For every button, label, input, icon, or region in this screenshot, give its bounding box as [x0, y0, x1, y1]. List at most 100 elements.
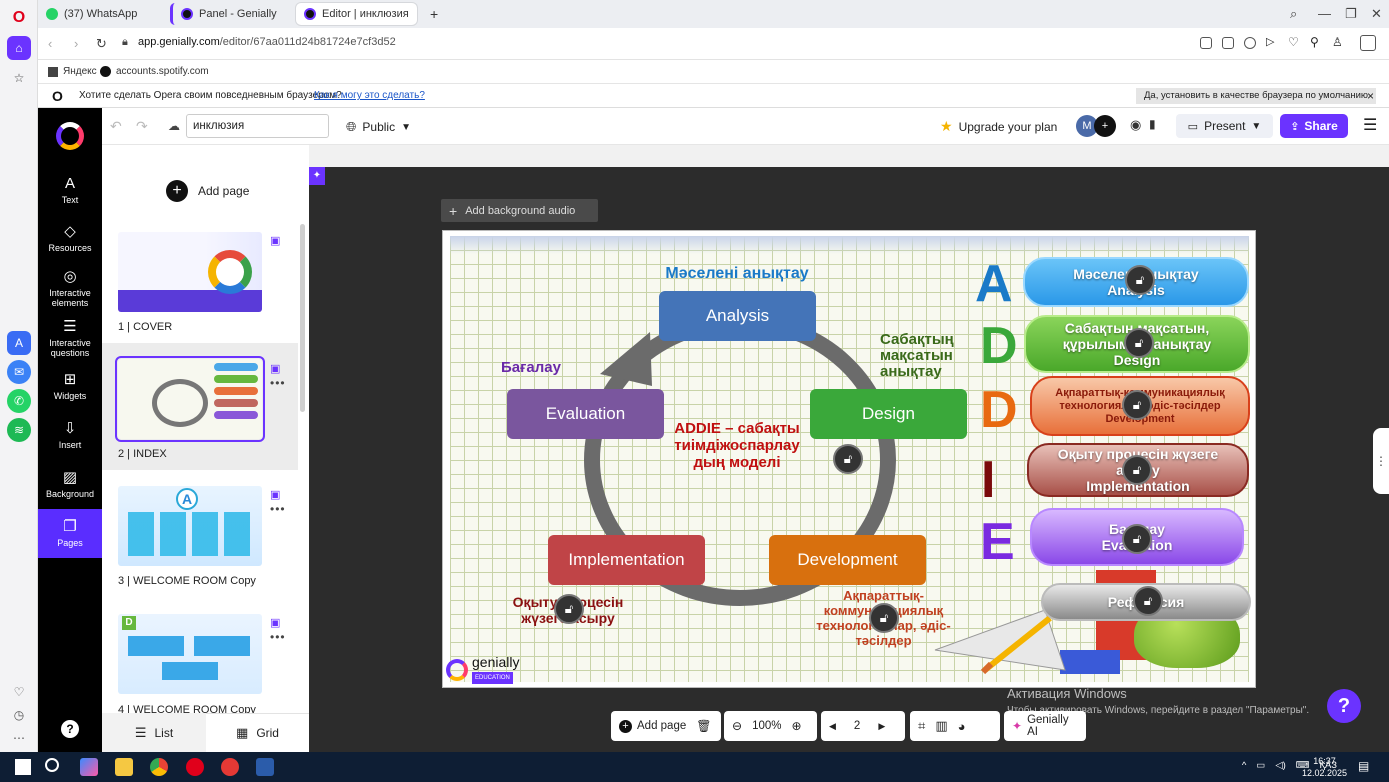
sidebar-item-resources[interactable]: ◇ Resources — [38, 224, 102, 254]
search-icon[interactable] — [45, 758, 59, 772]
help-button[interactable]: ? — [1327, 689, 1361, 723]
phase-implementation[interactable]: Implementation — [548, 535, 705, 585]
zoom-out-icon[interactable]: ⊖ — [732, 719, 743, 733]
page-settings-icon[interactable]: ▣ — [270, 489, 281, 501]
palette-icon[interactable]: ◕ — [957, 718, 966, 734]
messenger-icon[interactable]: ✉ — [7, 360, 31, 384]
play-icon[interactable]: ▷ — [1266, 36, 1275, 48]
toolbar-add-page-button[interactable]: + Add page — [619, 719, 686, 733]
volume-icon[interactable]: ◁) — [1275, 760, 1286, 771]
page-thumbnail[interactable] — [115, 356, 265, 442]
reload-icon[interactable]: ↻ — [96, 36, 107, 51]
right-panel-handle[interactable]: ⋮ — [1373, 428, 1389, 494]
phase-development[interactable]: Development — [769, 535, 926, 585]
pill-implementation[interactable]: Оқыту процесін жүзеге асыруImplementatio… — [1027, 443, 1249, 497]
pages-scrollbar[interactable] — [300, 224, 305, 412]
lock-icon[interactable]: 🔓︎ — [833, 444, 863, 474]
page-item-4[interactable]: D ▣ ••• 4 | WELCOME ROOM Copy — [102, 604, 298, 716]
back-icon[interactable]: ‹ — [48, 36, 53, 51]
sidebar-item-interactive-questions[interactable]: ☰ Interactive questions — [38, 319, 102, 359]
eye-icon[interactable]: ◉ — [1130, 117, 1142, 132]
sidebar-item-pages[interactable]: ❐ Pages — [38, 509, 102, 558]
page-more-icon[interactable]: ••• — [270, 376, 286, 390]
zoom-in-icon[interactable]: ⊕ — [791, 719, 802, 733]
page-thumbnail[interactable]: D — [118, 614, 262, 694]
next-page-icon[interactable]: ▶ — [878, 720, 886, 731]
menu-icon[interactable]: ☰ — [1363, 117, 1378, 134]
restore-icon[interactable]: ❐ — [1345, 6, 1357, 21]
previous-page-icon[interactable]: ◀ — [829, 720, 836, 731]
page-item-1[interactable]: ▣ 1 | COVER — [102, 222, 298, 340]
minimize-icon[interactable]: — — [1318, 6, 1331, 21]
bookmark-spotify[interactable]: accounts.spotify.com — [100, 66, 209, 77]
undo-icon[interactable]: ↶ — [110, 118, 122, 134]
add-background-audio-button[interactable]: + Add background audio — [441, 199, 598, 222]
page-settings-icon[interactable]: ▣ — [270, 617, 281, 629]
chrome-icon[interactable] — [150, 758, 168, 776]
lock-icon[interactable]: 🔓︎ — [554, 594, 584, 624]
history-icon[interactable]: ◷ — [13, 708, 25, 722]
lock-icon[interactable]: 🔓︎ — [1125, 265, 1155, 295]
add-collaborator-icon[interactable]: + — [1094, 115, 1116, 137]
stats-icon[interactable]: ▮ — [1149, 117, 1156, 131]
sidebar-item-insert[interactable]: ⇩ Insert — [38, 421, 102, 451]
close-notice-button[interactable]: × — [1367, 89, 1375, 103]
profile-icon[interactable]: ♙ — [1332, 35, 1343, 49]
opera-icon[interactable] — [186, 758, 204, 776]
page-settings-icon[interactable]: ▣ — [270, 363, 281, 375]
keyboard-icon[interactable]: ⌨ — [1295, 760, 1310, 771]
sidebar-item-widgets[interactable]: ⊞ Widgets — [38, 372, 102, 402]
page-settings-icon[interactable]: ▣ — [270, 235, 281, 247]
lock-icon[interactable]: 🔓︎ — [1122, 455, 1152, 485]
copilot-icon[interactable] — [80, 758, 98, 776]
page-thumbnail[interactable] — [118, 232, 262, 312]
search-icon[interactable]: ⌕ — [1290, 6, 1298, 21]
sidebar-item-text[interactable]: A Text — [38, 176, 102, 206]
avatar[interactable]: M — [1076, 115, 1098, 137]
set-default-button[interactable]: Да, установить в качестве браузера по ум… — [1136, 88, 1377, 104]
list-view-button[interactable]: ☰ List — [102, 713, 206, 752]
page-more-icon[interactable]: ••• — [270, 502, 286, 516]
page-thumbnail[interactable]: A — [118, 486, 262, 566]
lock-icon[interactable]: 🔓︎ — [1124, 328, 1154, 358]
lock-icon[interactable]: 🔓︎ — [1133, 586, 1163, 616]
whatsapp-icon[interactable]: ✆ — [7, 389, 31, 413]
notifications-icon[interactable]: ▤ — [1358, 759, 1370, 773]
more-icon[interactable]: ⋯ — [13, 731, 25, 745]
edit-icon[interactable] — [1200, 37, 1212, 49]
add-page-button[interactable]: + Add page — [166, 180, 249, 202]
lock-icon[interactable]: 🔓︎ — [869, 603, 899, 633]
notice-link[interactable]: Как я могу это сделать? — [314, 90, 425, 101]
visibility-dropdown[interactable]: 🌐︎ Public ▼ — [346, 119, 411, 134]
share-button[interactable]: ⇪ Share — [1280, 114, 1348, 138]
tab-whatsapp[interactable]: (37) WhatsApp — [38, 3, 166, 25]
lock-icon[interactable]: 🔓︎ — [1122, 390, 1152, 420]
windows-start-icon[interactable] — [15, 759, 31, 775]
word-icon[interactable] — [256, 758, 274, 776]
title-input[interactable] — [186, 114, 329, 138]
new-tab-button[interactable]: + — [430, 6, 439, 22]
network-icon[interactable]: ▭ — [1256, 760, 1266, 771]
page-number[interactable]: 2 — [853, 720, 861, 732]
genially-ai-button[interactable]: ✦ Genially AI — [1004, 711, 1086, 741]
heart-icon[interactable]: ♡ — [13, 685, 25, 699]
lock-icon[interactable]: 🔓︎ — [1122, 524, 1152, 554]
shield-icon[interactable] — [1244, 37, 1256, 49]
pin-icon[interactable]: ⚲ — [1310, 35, 1319, 49]
forward-icon[interactable]: › — [74, 36, 79, 51]
aria-icon[interactable]: A — [7, 331, 31, 355]
extensions-icon[interactable] — [1360, 35, 1376, 51]
clock[interactable]: 16:37 12.02.2025 — [1301, 756, 1347, 778]
page-more-icon[interactable]: ••• — [270, 630, 286, 644]
star-icon[interactable]: ☆ — [13, 71, 25, 85]
help-icon[interactable]: ? — [61, 720, 79, 738]
heart-icon[interactable]: ♡ — [1288, 35, 1299, 49]
chevron-up-icon[interactable]: ^ — [1241, 760, 1247, 771]
redo-icon[interactable]: ↷ — [136, 118, 148, 134]
trash-icon[interactable]: 🗑︎ — [696, 719, 712, 733]
opera-logo-icon[interactable]: O — [12, 9, 26, 26]
sidebar-item-interactive-elements[interactable]: ◎ Interactive elements — [38, 269, 102, 309]
zoom-level[interactable]: 100% — [752, 720, 782, 732]
upgrade-button[interactable]: ★ Upgrade your plan — [940, 118, 1058, 134]
grid-view-button[interactable]: ▦ Grid — [236, 724, 279, 740]
